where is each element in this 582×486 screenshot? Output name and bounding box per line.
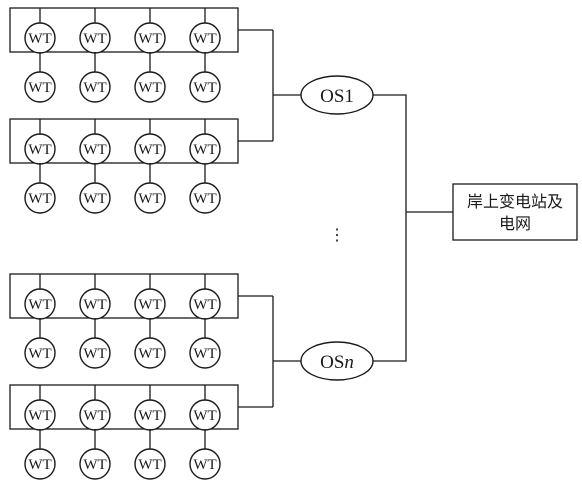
wind-turbine-label: WT xyxy=(83,191,106,207)
wind-turbine-circle xyxy=(24,448,56,480)
onshore-substation-label-line1: 岸上变电站及 xyxy=(467,192,563,211)
wind-turbine: WT xyxy=(189,133,221,165)
wind-turbine-label: WT xyxy=(138,80,161,96)
wind-turbine-label: WT xyxy=(193,31,216,47)
wind-turbine: WT xyxy=(189,399,221,431)
more-stations-ellipsis: ⋮ xyxy=(329,227,345,244)
offshore-station-1: OS1 xyxy=(300,75,374,115)
wind-turbine: WT xyxy=(24,182,56,214)
wind-turbine-label: WT xyxy=(83,142,106,158)
wind-turbine-label: WT xyxy=(83,80,106,96)
wind-turbine: WT xyxy=(189,182,221,214)
wind-turbine-circle xyxy=(134,71,166,103)
osn-to-trunk-line xyxy=(373,212,407,362)
wind-turbine: WT xyxy=(79,133,111,165)
wind-turbine: WT xyxy=(79,71,111,103)
wind-turbine: WT xyxy=(79,448,111,480)
wind-turbine: WT xyxy=(134,22,166,54)
wind-turbine-label: WT xyxy=(83,408,106,424)
wind-turbine: WT xyxy=(79,288,111,320)
wind-turbine-circle xyxy=(134,182,166,214)
wind-turbine-circle xyxy=(189,337,221,369)
wind-turbine-label: WT xyxy=(28,457,51,473)
turbine-group-1: WT WT WT WT WT WT WT WT xyxy=(9,7,239,103)
offshore-station-1-label: OS1 xyxy=(320,86,354,107)
wind-turbine-circle xyxy=(79,182,111,214)
wind-turbine-label: WT xyxy=(83,297,106,313)
wind-turbine-label: WT xyxy=(193,297,216,313)
wind-turbine-circle xyxy=(189,182,221,214)
wind-turbine-circle xyxy=(134,448,166,480)
wind-turbine: WT xyxy=(24,133,56,165)
collector-links xyxy=(238,29,301,408)
wind-turbine-label: WT xyxy=(83,457,106,473)
onshore-substation-box xyxy=(452,183,578,241)
wind-turbine-circle xyxy=(24,337,56,369)
wind-turbine-label: WT xyxy=(28,142,51,158)
wind-turbine: WT xyxy=(134,71,166,103)
wind-turbine-label: WT xyxy=(193,191,216,207)
wind-turbine-label: WT xyxy=(138,457,161,473)
wind-turbine: WT xyxy=(189,22,221,54)
wind-turbine: WT xyxy=(134,337,166,369)
wind-turbine: WT xyxy=(189,71,221,103)
wind-turbine-circle xyxy=(79,71,111,103)
wind-turbine: WT xyxy=(134,182,166,214)
wind-turbine: WT xyxy=(24,288,56,320)
wind-turbine: WT xyxy=(24,337,56,369)
offshore-station-n: OSn xyxy=(300,341,374,381)
turbine-group-3: WT WT WT WT WT WT WT WT xyxy=(9,273,239,369)
wind-turbine: WT xyxy=(134,448,166,480)
os1-to-trunk-line xyxy=(373,94,407,212)
wind-turbine-label: WT xyxy=(138,408,161,424)
wind-turbine: WT xyxy=(24,71,56,103)
wind-turbine-circle xyxy=(79,448,111,480)
wind-turbine-label: WT xyxy=(28,346,51,362)
wind-turbine-label: WT xyxy=(193,142,216,158)
wind-turbine-circle xyxy=(134,337,166,369)
turbine-group-2: WT WT WT WT WT WT WT WT xyxy=(9,118,239,214)
wind-turbine-label: WT xyxy=(138,191,161,207)
wind-turbine: WT xyxy=(134,288,166,320)
wind-turbine: WT xyxy=(24,22,56,54)
wind-turbine: WT xyxy=(134,399,166,431)
wind-turbine: WT xyxy=(189,448,221,480)
wind-turbine-label: WT xyxy=(28,31,51,47)
wind-turbine: WT xyxy=(24,448,56,480)
wind-turbine-label: WT xyxy=(138,346,161,362)
wind-turbine-label: WT xyxy=(193,457,216,473)
wind-turbine-circle xyxy=(189,448,221,480)
turbine-group-4: WT WT WT WT WT WT WT WT xyxy=(9,384,239,480)
wind-turbine-label: WT xyxy=(138,297,161,313)
wind-turbine-label: WT xyxy=(193,408,216,424)
wind-turbine: WT xyxy=(79,182,111,214)
wind-turbine-label: WT xyxy=(28,191,51,207)
wind-turbine: WT xyxy=(134,133,166,165)
wind-turbine: WT xyxy=(189,337,221,369)
wind-turbine-label: WT xyxy=(138,142,161,158)
wind-turbine: WT xyxy=(79,399,111,431)
wind-turbine-circle xyxy=(24,182,56,214)
wind-turbine: WT xyxy=(24,399,56,431)
wind-turbine-circle xyxy=(79,337,111,369)
wind-turbine-label: WT xyxy=(138,31,161,47)
onshore-substation: 岸上变电站及 电网 xyxy=(452,183,578,241)
onshore-substation-label-line2: 电网 xyxy=(499,214,531,233)
wind-turbine-label: WT xyxy=(28,297,51,313)
wind-turbine-label: WT xyxy=(193,80,216,96)
wind-turbine-label: WT xyxy=(28,408,51,424)
wind-turbine-label: WT xyxy=(193,346,216,362)
wind-turbine: WT xyxy=(79,22,111,54)
wind-turbine-label: WT xyxy=(83,31,106,47)
wind-turbine-label: WT xyxy=(28,80,51,96)
wind-turbine-circle xyxy=(24,71,56,103)
wind-turbine-circle xyxy=(189,71,221,103)
wind-turbine: WT xyxy=(189,288,221,320)
wind-turbine: WT xyxy=(79,337,111,369)
wind-turbine-label: WT xyxy=(83,346,106,362)
offshore-station-n-label: OSn xyxy=(320,352,354,373)
